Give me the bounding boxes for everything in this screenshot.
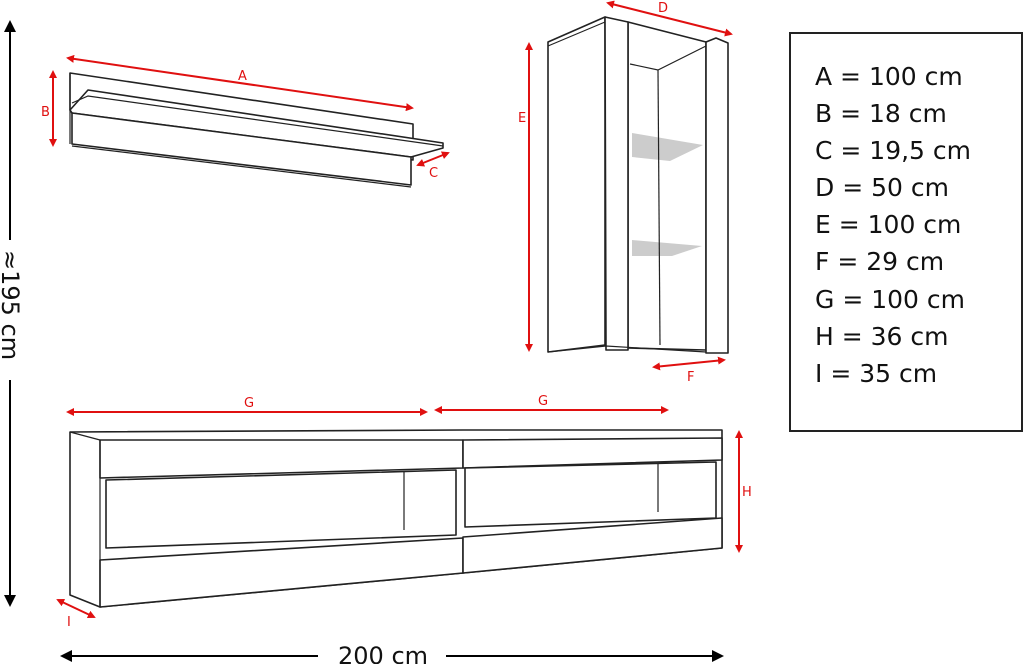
legend-item-i: I = 35 cm bbox=[815, 359, 937, 388]
legend-item-g: G = 100 cm bbox=[815, 285, 965, 314]
dimension-c-label: C bbox=[429, 166, 438, 181]
total-height-label: ≈195 cm bbox=[0, 250, 24, 360]
tv-unit-drawing bbox=[69, 429, 723, 608]
dimension-f-arrow bbox=[652, 356, 726, 371]
dimensions-legend: A = 100 cm B = 18 cm C = 19,5 cm D = 50 … bbox=[789, 32, 1023, 432]
dimension-h-label: H bbox=[742, 485, 752, 500]
dimension-e-label: E bbox=[518, 111, 526, 126]
dimension-d-arrow bbox=[606, 0, 733, 37]
dimension-i-label: I bbox=[67, 615, 71, 630]
legend-item-c: C = 19,5 cm bbox=[815, 136, 971, 165]
dimension-b-label: B bbox=[41, 105, 50, 120]
total-width-label: 200 cm bbox=[338, 642, 428, 664]
legend-item-f: F = 29 cm bbox=[815, 247, 944, 276]
dimension-f-label: F bbox=[687, 370, 694, 385]
dimension-g2-label: G bbox=[538, 394, 548, 409]
legend-item-b: B = 18 cm bbox=[815, 99, 947, 128]
legend-item-h: H = 36 cm bbox=[815, 322, 949, 351]
dimension-c-arrow bbox=[416, 151, 450, 167]
dimension-a-arrow bbox=[66, 54, 414, 112]
legend-item-d: D = 50 cm bbox=[815, 173, 949, 202]
wall-cabinet-drawing bbox=[547, 16, 729, 354]
legend-item-e: E = 100 cm bbox=[815, 210, 961, 239]
dimension-d-label: D bbox=[658, 1, 668, 16]
legend-item-a: A = 100 cm bbox=[815, 62, 963, 91]
dimension-g1-label: G bbox=[244, 396, 254, 411]
wall-shelf-drawing bbox=[69, 72, 444, 188]
dimension-i-arrow bbox=[56, 598, 96, 619]
dimension-a-label: A bbox=[238, 69, 247, 84]
